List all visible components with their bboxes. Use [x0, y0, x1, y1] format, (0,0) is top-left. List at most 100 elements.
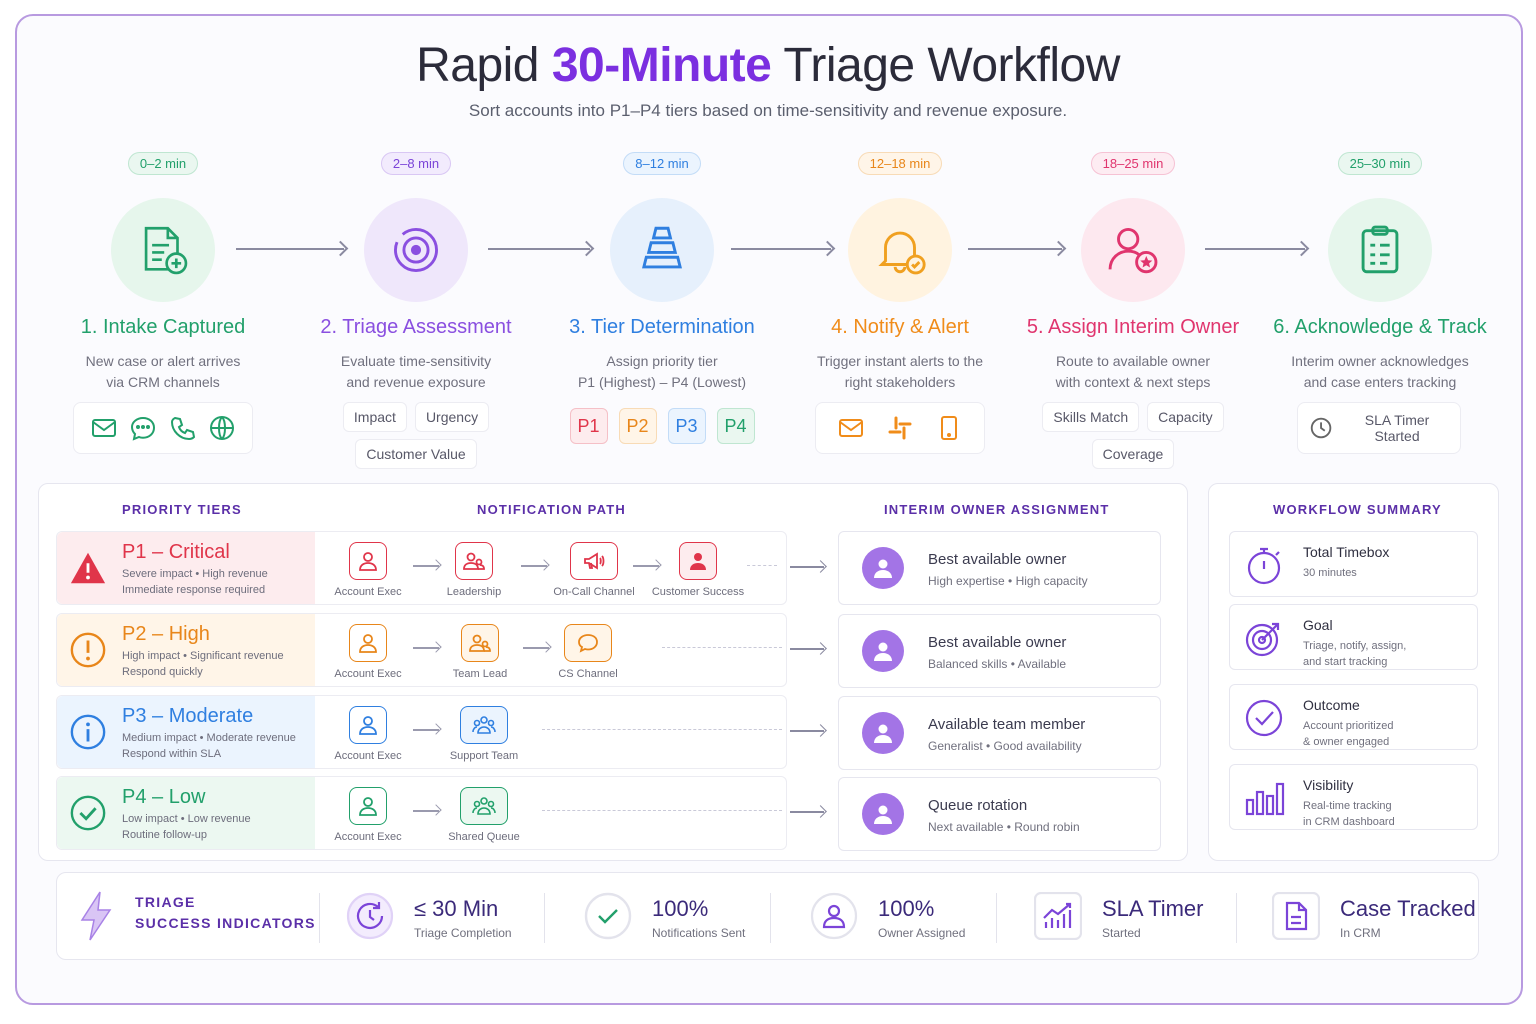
chip-skills-match: Skills Match	[1042, 402, 1140, 432]
node-on-call-channel: On-Call Channel	[539, 542, 649, 598]
avatar	[862, 712, 904, 754]
tier-impact: Medium impact • Moderate revenue	[122, 732, 296, 744]
owner-card-p1: Best available owner High expertise • Hi…	[838, 531, 1161, 605]
users-icon	[455, 542, 493, 580]
owner-link-arrow	[790, 566, 824, 568]
node-label: On-Call Channel	[553, 586, 635, 598]
chip-impact: Impact	[342, 402, 407, 432]
tier-name: P2 – High	[122, 623, 210, 645]
info-icon	[70, 714, 106, 750]
slack-icon	[888, 416, 912, 440]
path-arrow	[413, 810, 439, 812]
path-arrow	[523, 647, 549, 649]
stopwatch-icon	[1247, 547, 1281, 585]
owner-title: Best available owner	[928, 551, 1067, 568]
node-label: Shared Queue	[448, 831, 520, 843]
mobile-icon	[941, 416, 958, 440]
summary-title: Total Timebox	[1303, 544, 1390, 560]
summary-card-outcome: Outcome Account prioritized& owner engag…	[1229, 684, 1478, 750]
warning-icon	[70, 552, 106, 584]
step-triage-assessment: 2–8 min 2. Triage Assessment Evaluate ti…	[296, 152, 536, 469]
check-icon	[584, 892, 632, 940]
summary-title: Visibility	[1303, 777, 1354, 793]
indicator-label: Triage Completion	[414, 926, 512, 940]
globe-icon	[210, 416, 235, 440]
avatar	[862, 547, 904, 589]
section-notification-path: NOTIFICATION PATH	[477, 502, 626, 517]
summary-card-goal: Goal Triage, notify, assign,and start tr…	[1229, 604, 1478, 670]
step-title: 1. Intake Captured	[80, 316, 246, 338]
step-tier-determination: 8–12 min 3. Tier Determination Assign pr…	[542, 152, 782, 444]
step-notify-alert: 12–18 min 4. Notify & Alert Trigger inst…	[780, 152, 1020, 454]
tier-label-p1: P1 – Critical Severe impact • High reven…	[57, 532, 315, 604]
node-account-exec: Account Exec	[313, 624, 423, 680]
team-icon	[460, 706, 508, 744]
owner-link-arrow	[790, 648, 824, 650]
step-intake: 0–2 min 1. Intake Captured New case or a…	[43, 152, 283, 454]
node-label: Account Exec	[334, 586, 402, 598]
megaphone-icon	[570, 542, 618, 580]
tier-name: P3 – Moderate	[122, 705, 254, 727]
step-title: 4. Notify & Alert	[831, 316, 969, 338]
node-label: Account Exec	[334, 668, 402, 680]
divider	[996, 893, 997, 943]
user-icon	[349, 542, 387, 580]
divider	[770, 893, 771, 943]
path-arrow	[413, 565, 439, 567]
node-customer-success: Customer Success	[643, 542, 753, 598]
node-label: Team Lead	[452, 668, 508, 680]
indicator-value: Case Tracked	[1340, 896, 1476, 921]
divider	[319, 893, 320, 943]
summary-card-timebox: Total Timebox 30 minutes	[1229, 531, 1478, 597]
path-connector	[747, 565, 777, 566]
step-time-pill: 2–8 min	[380, 152, 452, 175]
step-time-pill: 8–12 min	[623, 152, 701, 175]
chip-customer-value: Customer Value	[355, 439, 477, 469]
tier-name: P1 – Critical	[122, 541, 230, 563]
step-assign-owner: 18–25 min 5. Assign Interim Owner Route …	[1013, 152, 1253, 469]
owner-card-p3: Available team member Generalist • Good …	[838, 696, 1161, 770]
users-icon	[461, 624, 499, 662]
step-title: 2. Triage Assessment	[320, 316, 512, 338]
step-title: 3. Tier Determination	[569, 316, 755, 338]
tier-badge-p4: P4	[716, 408, 755, 444]
node-label: Account Exec	[334, 750, 402, 762]
tier-response: Respond quickly	[122, 666, 203, 678]
tier-response: Immediate response required	[122, 584, 266, 596]
step-time-pill: 12–18 min	[857, 152, 943, 175]
owner-title: Best available owner	[928, 634, 1067, 651]
node-label: CS Channel	[558, 668, 618, 680]
section-workflow-summary: WORKFLOW SUMMARY	[1273, 502, 1442, 517]
user-icon	[810, 892, 858, 940]
bell-icon	[848, 198, 952, 302]
mail-icon	[838, 419, 863, 437]
summary-title: Outcome	[1303, 697, 1360, 713]
flow-arrow	[731, 248, 831, 250]
mail-icon	[91, 419, 116, 437]
node-cs-channel: CS Channel	[533, 624, 643, 680]
owner-card-p4: Queue rotation Next available • Round ro…	[838, 777, 1161, 851]
summary-title: Goal	[1303, 617, 1333, 633]
assessment-chips: Impact Urgency Customer Value	[296, 402, 536, 469]
tier-label-p4: P4 – Low Low impact • Low revenue Routin…	[57, 777, 315, 849]
path-arrow	[413, 647, 439, 649]
owner-link-arrow	[790, 730, 824, 732]
path-connector	[662, 647, 782, 648]
node-label: Leadership	[446, 586, 502, 598]
node-label: Account Exec	[334, 831, 402, 843]
owner-link-arrow	[790, 811, 824, 813]
divider	[1236, 893, 1237, 943]
bar-chart-icon	[1245, 782, 1285, 816]
tier-label-p2: P2 – High High impact • Significant reve…	[57, 614, 315, 686]
tier-response: Routine follow-up	[122, 829, 207, 841]
tier-impact: Severe impact • High revenue	[122, 568, 268, 580]
node-account-exec: Account Exec	[313, 706, 423, 762]
clipboard-icon	[1328, 198, 1432, 302]
avatar	[862, 630, 904, 672]
user-icon	[349, 624, 387, 662]
alert-circle-icon	[70, 632, 106, 668]
